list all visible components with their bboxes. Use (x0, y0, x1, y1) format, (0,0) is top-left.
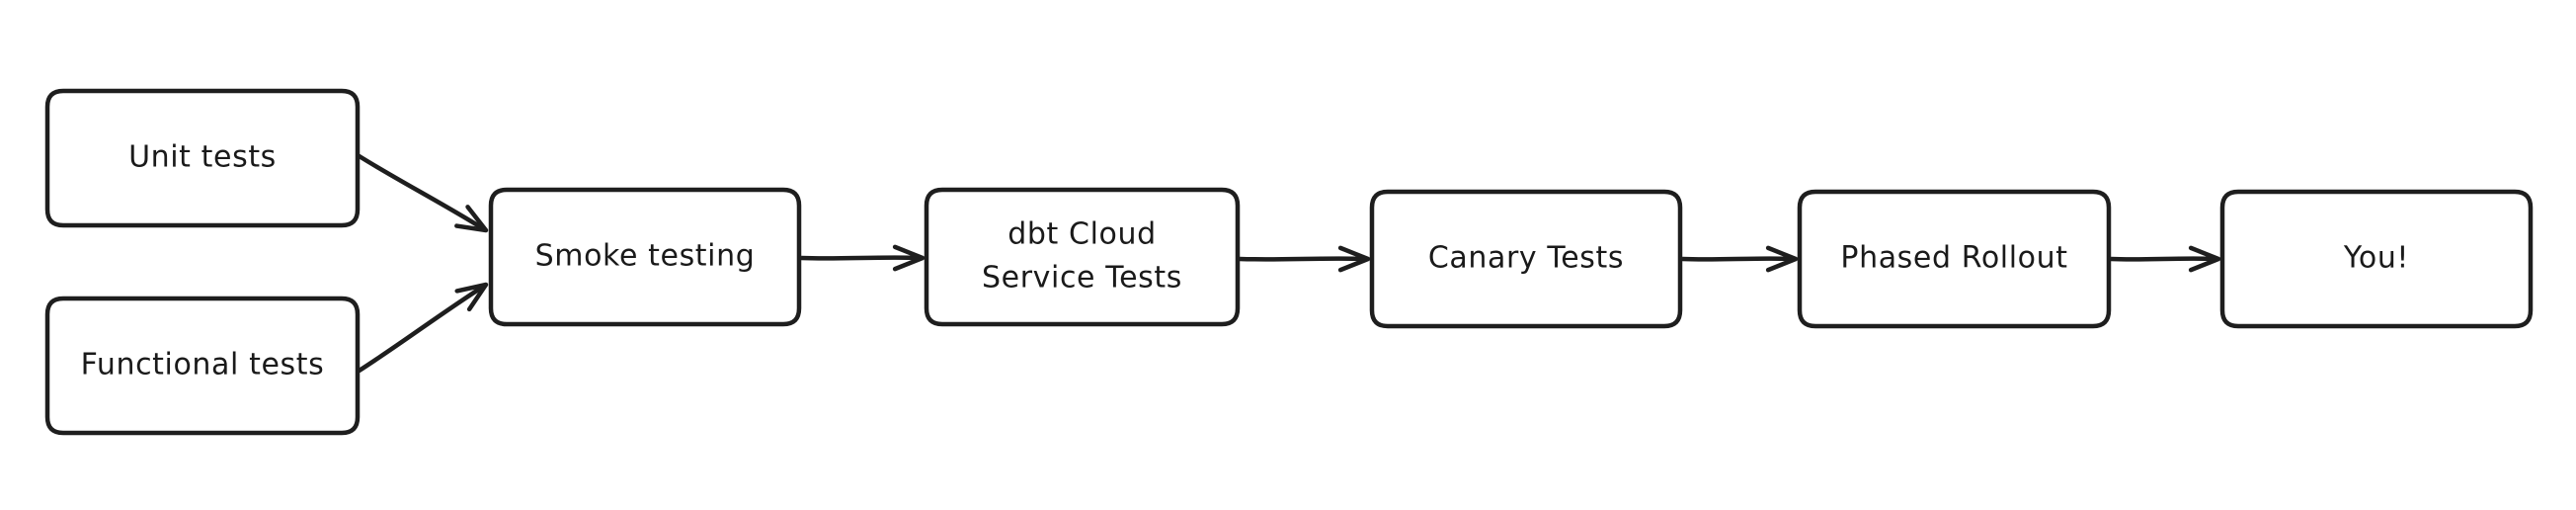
node-label: Unit tests (128, 140, 277, 175)
flow-edge-functional-tests-to-smoke-testing (356, 282, 489, 374)
arrow-head-icon (1337, 245, 1371, 273)
node-box (44, 296, 361, 436)
flow-node-smoke-testing[interactable]: Smoke testing (488, 187, 802, 327)
edge-line (356, 284, 485, 374)
flow-node-functional-tests[interactable]: Functional tests (44, 296, 361, 436)
flow-edge-dbt-cloud-service-tests-to-canary-tests (1239, 245, 1371, 273)
flow-edge-smoke-testing-to-dbt-cloud-service-tests (800, 244, 926, 272)
node-label: Canary Tests (1428, 241, 1624, 276)
arrow-head-icon (454, 205, 489, 233)
node-box (1797, 189, 2112, 329)
flow-edge-phased-rollout-to-you (2110, 245, 2221, 273)
edge-line (1681, 256, 1794, 262)
node-label: dbt Cloud (1007, 217, 1156, 252)
node-box (488, 187, 802, 327)
flow-edge-canary-tests-to-phased-rollout (1681, 245, 1799, 273)
node-label: Service Tests (982, 261, 1182, 296)
flow-edge-unit-tests-to-smoke-testing (356, 153, 489, 233)
node-label: You! (2343, 241, 2409, 276)
node-box (44, 88, 361, 228)
flow-node-you[interactable]: You! (2219, 189, 2534, 329)
flow-node-phased-rollout[interactable]: Phased Rollout (1797, 189, 2112, 329)
edge-layer (356, 153, 2221, 374)
edge-line (800, 255, 921, 261)
edge-line (1239, 256, 1366, 262)
node-label: Functional tests (81, 348, 325, 382)
flow-node-canary-tests[interactable]: Canary Tests (1369, 189, 1683, 329)
node-box (2219, 189, 2534, 329)
node-box (1369, 189, 1683, 329)
edge-line (2110, 256, 2216, 262)
node-box (924, 187, 1241, 327)
arrow-head-icon (892, 244, 926, 272)
node-label: Phased Rollout (1840, 241, 2067, 276)
node-label: Smoke testing (535, 239, 756, 274)
arrow-head-icon (2188, 245, 2221, 273)
flow-node-unit-tests[interactable]: Unit tests (44, 88, 361, 228)
arrow-head-icon (1765, 245, 1799, 273)
arrow-head-icon (454, 282, 489, 312)
edge-line (356, 153, 485, 231)
